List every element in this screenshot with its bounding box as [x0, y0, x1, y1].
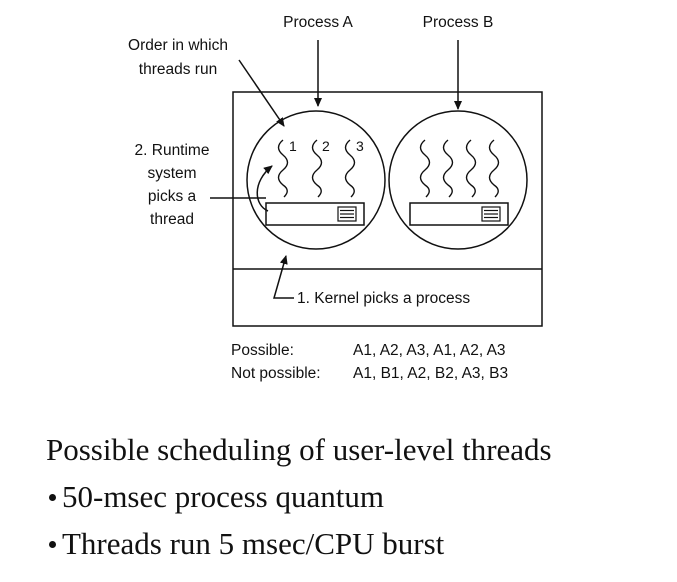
- caption-bullet-1: 50-msec process quantum: [46, 477, 552, 517]
- possible-label: Possible:: [231, 342, 294, 359]
- possible-sequence: A1, A2, A3, A1, A2, A3: [353, 342, 506, 359]
- thread-b2-squiggle: [442, 139, 454, 198]
- thread-a2-squiggle: [311, 139, 323, 198]
- address-space-box: [232, 91, 543, 327]
- caption-bullet-2: Threads run 5 msec/CPU burst: [46, 524, 552, 564]
- caption: Possible scheduling of user-level thread…: [46, 430, 552, 564]
- runtime-label-line-2: system: [147, 165, 196, 182]
- thread-number-2: 2: [322, 138, 330, 154]
- kernel-label: 1. Kernel picks a process: [297, 290, 470, 307]
- not-possible-sequence: A1, B1, A2, B2, A3, B3: [353, 365, 508, 382]
- runtime-pick-arrow: [256, 165, 273, 212]
- thread-a1-squiggle: [277, 139, 289, 198]
- process-b-label: Process B: [423, 14, 494, 31]
- order-label-line-1: Order in which: [128, 37, 228, 54]
- thread-number-3: 3: [356, 138, 364, 154]
- runtime-table-a-icon: [337, 206, 357, 222]
- process-a-circle: [246, 110, 386, 250]
- caption-bullet-1-text: 50-msec process quantum: [62, 479, 384, 514]
- thread-b4-squiggle: [488, 139, 500, 198]
- order-arrow: [238, 59, 285, 127]
- bullet-dot: [49, 493, 56, 501]
- thread-a3-squiggle: [344, 139, 356, 198]
- thread-b3-squiggle: [465, 139, 477, 198]
- runtime-label-line-3: picks a: [148, 188, 197, 205]
- runtime-label-line-4: thread: [150, 211, 194, 228]
- runtime-table-b-icon: [481, 206, 501, 222]
- scheduling-diagram: Process A Process B Order in which threa…: [128, 14, 543, 382]
- process-b-circle: [388, 110, 528, 250]
- kernel-pick-arrow: [273, 255, 294, 299]
- thread-b1-squiggle: [419, 139, 431, 198]
- process-a-label: Process A: [283, 14, 353, 31]
- runtime-label-line-1: 2. Runtime: [135, 142, 210, 159]
- not-possible-label: Not possible:: [231, 365, 321, 382]
- caption-bullet-2-text: Threads run 5 msec/CPU burst: [62, 526, 445, 561]
- bullet-dot: [49, 540, 56, 548]
- order-label-line-2: threads run: [139, 61, 217, 78]
- thread-number-1: 1: [289, 138, 297, 154]
- caption-title: Possible scheduling of user-level thread…: [46, 432, 552, 467]
